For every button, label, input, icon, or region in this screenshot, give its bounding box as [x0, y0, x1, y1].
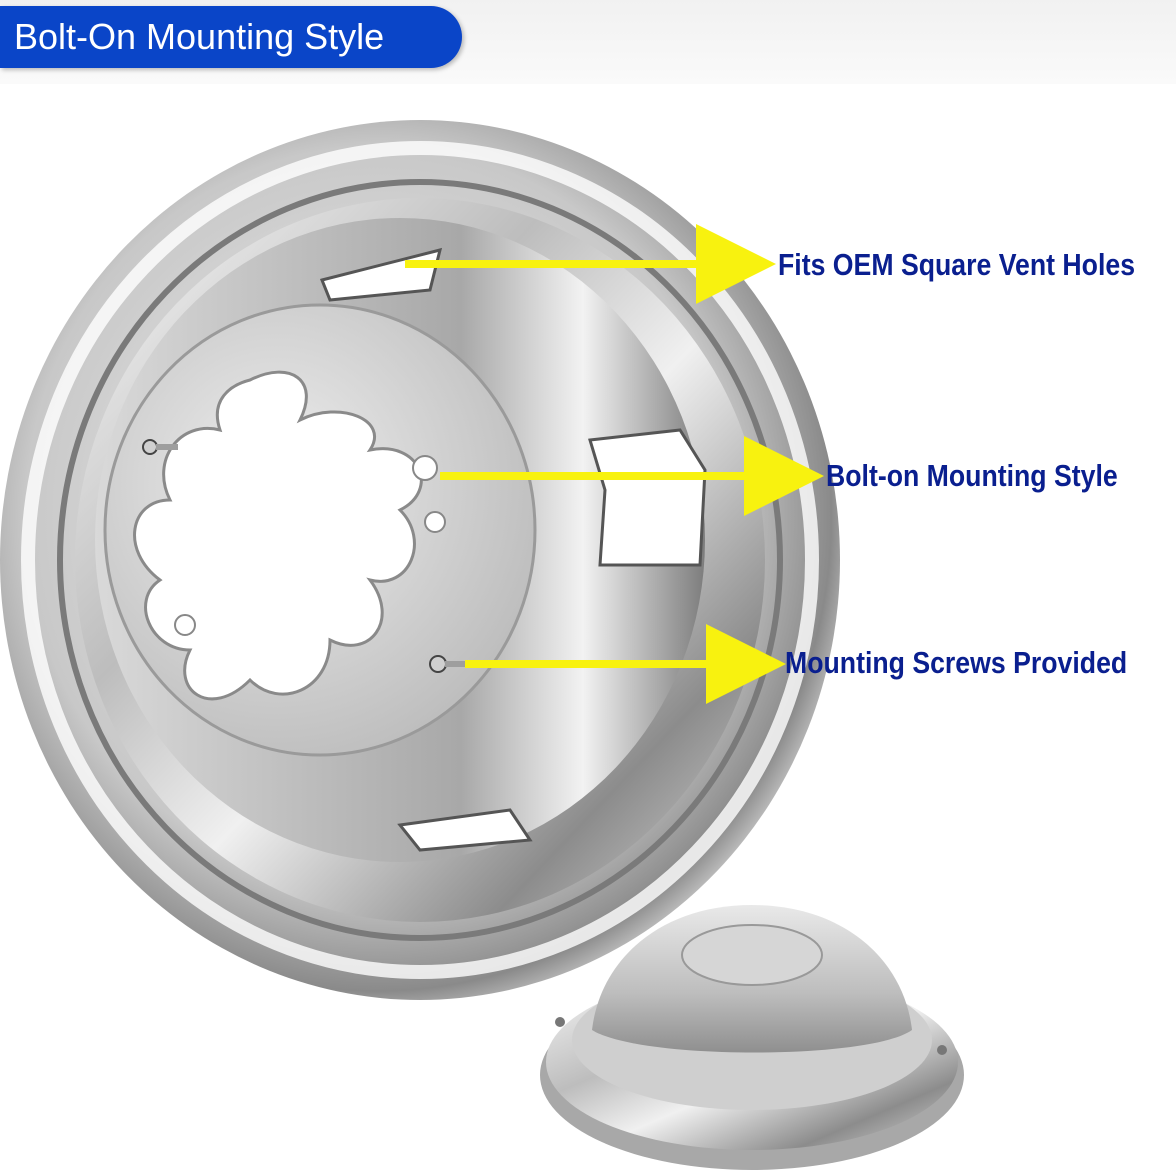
mounting-screw-icon [429, 655, 465, 673]
lug-cutout [133, 370, 423, 701]
banner-title: Bolt-On Mounting Style [14, 16, 385, 57]
wheel-simulator-icon [0, 120, 840, 1000]
callout-vent-holes: Fits OEM Square Vent Holes [778, 247, 1136, 282]
title-banner: Bolt-On Mounting Style [0, 6, 462, 68]
hub-cap-icon [540, 905, 964, 1170]
vent-hole [397, 808, 533, 852]
callout-screws: Mounting Screws Provided [785, 645, 1128, 680]
callout-mounting-style: Bolt-on Mounting Style [826, 458, 1118, 493]
mounting-screw-icon [142, 439, 178, 455]
vent-hole [588, 428, 707, 567]
